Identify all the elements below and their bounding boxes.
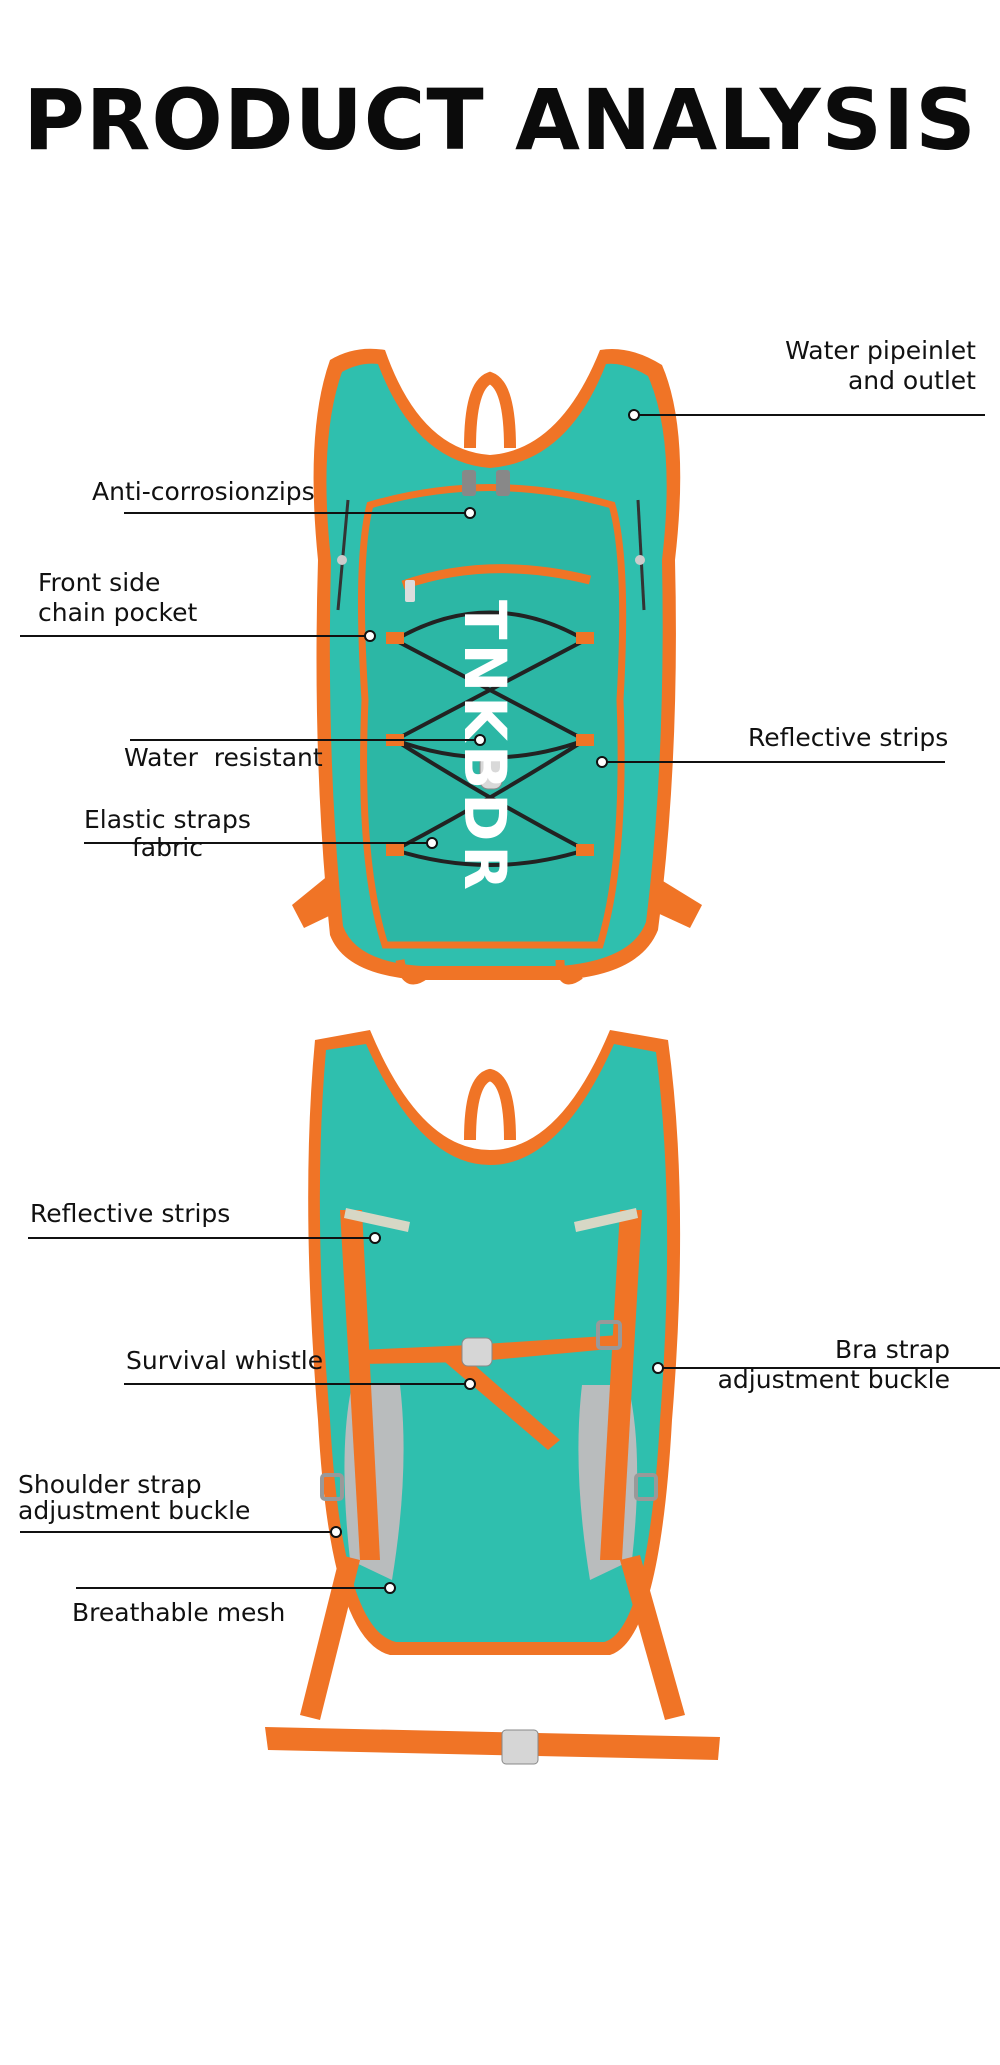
label-bra-strap: Bra strap adjustment buckle [717, 1335, 950, 1394]
label-shoulder-strap: Shoulder strap adjustment buckle [18, 1470, 251, 1525]
brand-logo-text: TNKBDR [451, 600, 519, 894]
label-reflective-strips-front: Reflective strips [748, 723, 949, 752]
front-callout-lines [20, 409, 985, 849]
label-elastic-straps: Elastic straps [84, 805, 251, 834]
label-anti-corrosion-zips: Anti-corrosionzips [92, 477, 315, 506]
back-callout-lines [20, 1232, 1000, 1594]
label-water-resistant-fabric: Water resistant fabric [124, 743, 323, 862]
label-breathable-mesh: Breathable mesh [72, 1598, 286, 1627]
label-front-pocket: Front side chain pocket [38, 568, 198, 627]
page-title: PRODUCT ANALYSIS [23, 71, 977, 169]
label-survival-whistle: Survival whistle [126, 1346, 324, 1375]
back-backpack-image [265, 1030, 720, 1765]
label-water-pipe: Water pipeinlet and outlet [785, 336, 976, 395]
label-reflective-strips-back: Reflective strips [30, 1199, 231, 1228]
front-backpack-image: TNKBDR [292, 348, 702, 985]
